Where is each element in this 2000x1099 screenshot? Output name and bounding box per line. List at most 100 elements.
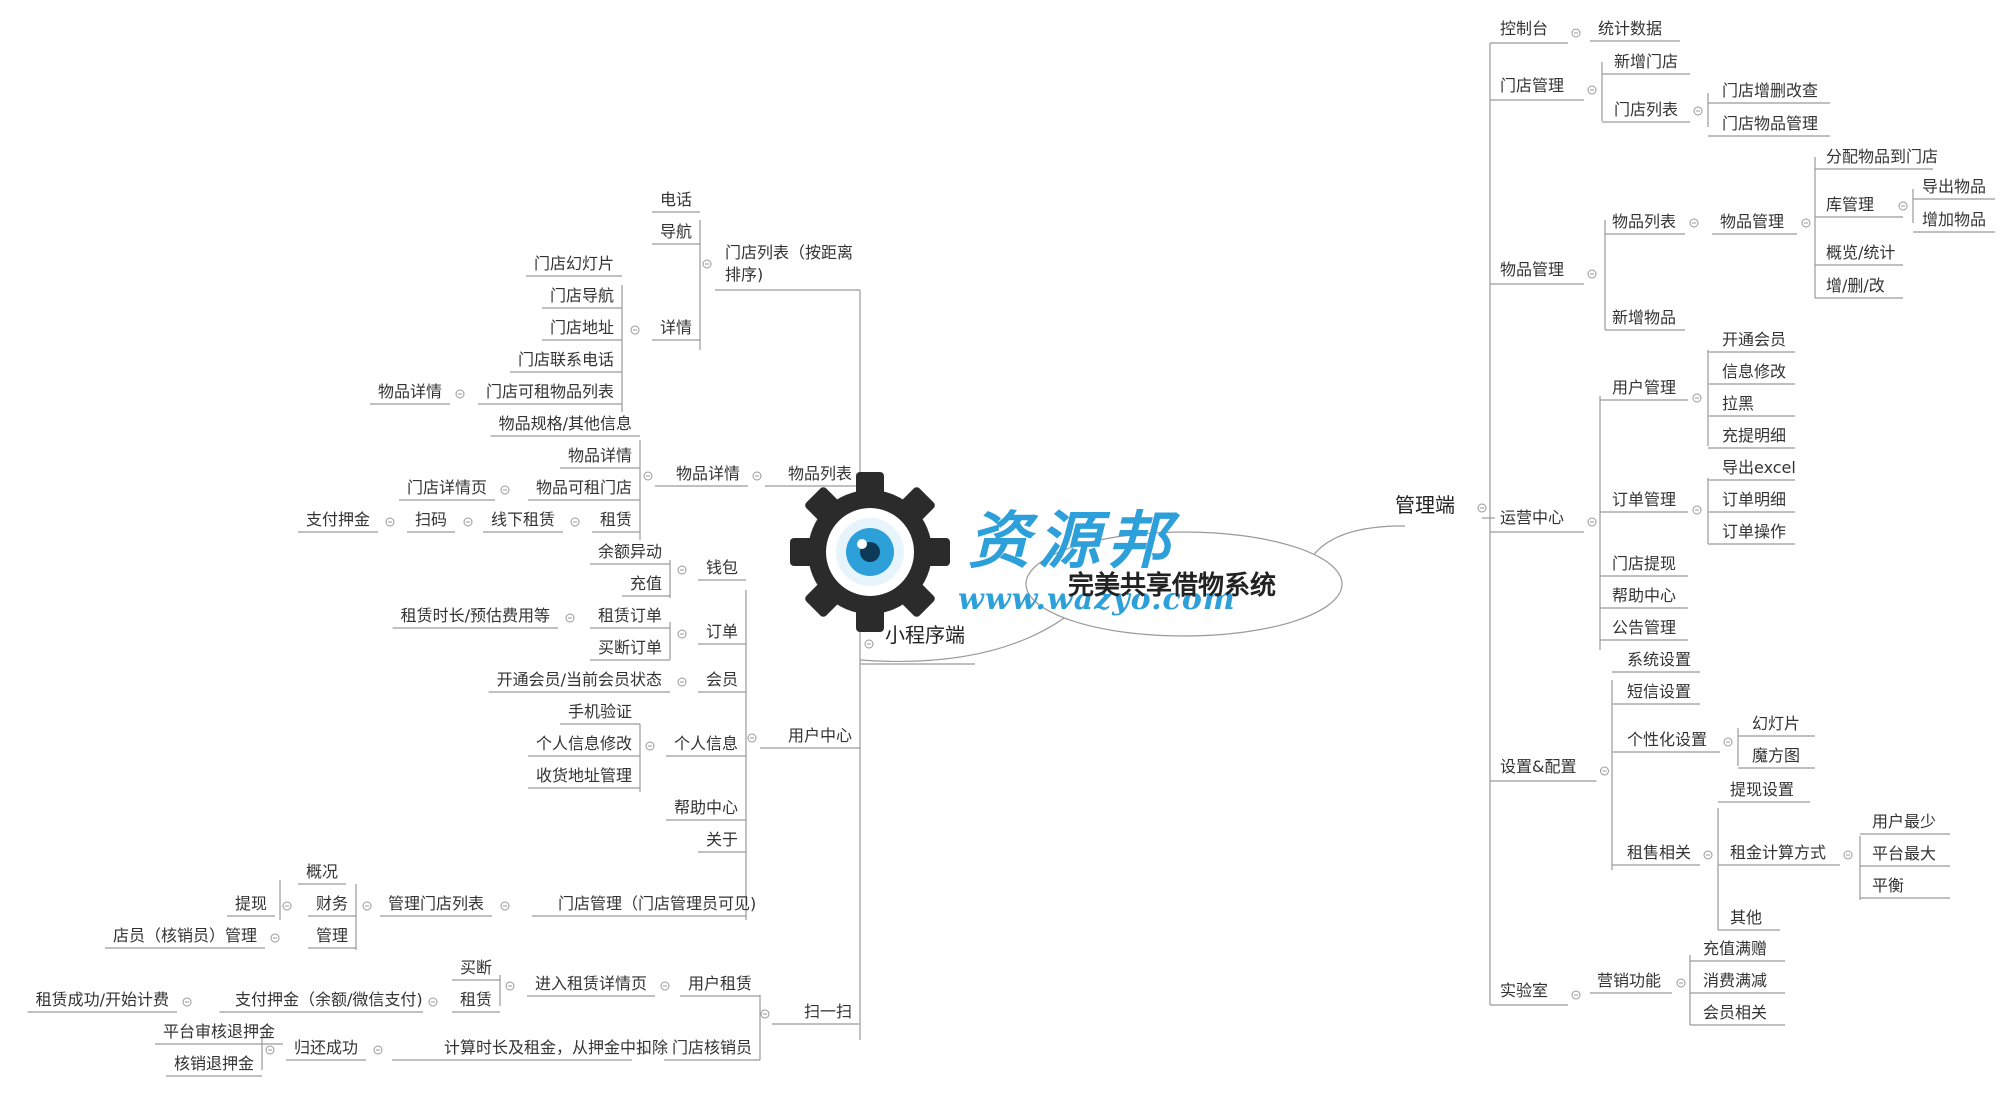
leaf-node[interactable]: 开通会员: [1722, 330, 1787, 349]
node[interactable]: 门店列表: [1614, 100, 1679, 119]
node[interactable]: 订单管理: [1612, 490, 1677, 509]
node[interactable]: 概览/统计: [1826, 243, 1896, 262]
leaf-node[interactable]: 手机验证: [567, 702, 632, 721]
node[interactable]: 管理: [315, 926, 348, 945]
leaf-node[interactable]: 幻灯片: [1752, 714, 1801, 733]
leaf-node[interactable]: 关于: [705, 830, 738, 849]
leaf-node[interactable]: 概况: [305, 862, 338, 881]
leaf-node[interactable]: 会员相关: [1703, 1003, 1768, 1022]
node[interactable]: 门店可租物品列表: [485, 382, 614, 401]
node[interactable]: 物品管理: [1720, 212, 1785, 231]
node[interactable]: 物品可租门店: [535, 478, 632, 497]
leaf-node[interactable]: 充值: [629, 574, 662, 593]
miniapp-section[interactable]: 扫一扫: [803, 1002, 852, 1021]
node[interactable]: 扫码: [414, 510, 447, 529]
node[interactable]: 帮助中心: [1612, 586, 1677, 605]
leaf-node[interactable]: 门店详情页: [406, 478, 487, 497]
node[interactable]: 门店核销员: [671, 1038, 752, 1057]
leaf-node[interactable]: 统计数据: [1598, 19, 1663, 38]
leaf-node[interactable]: 核销退押金: [173, 1054, 254, 1073]
leaf-node[interactable]: 拉黑: [1722, 394, 1755, 413]
node[interactable]: 分配物品到门店: [1826, 147, 1939, 166]
central-topic[interactable]: 完美共享借物系统: [1068, 571, 1277, 601]
leaf-node[interactable]: 收货地址管理: [535, 766, 632, 785]
leaf-node[interactable]: 导出excel: [1722, 458, 1796, 477]
leaf-node[interactable]: 支付押金: [305, 510, 370, 529]
leaf-node[interactable]: 平衡: [1872, 876, 1905, 895]
node[interactable]: 新增物品: [1612, 308, 1677, 327]
leaf-node[interactable]: 提现: [234, 894, 267, 913]
leaf-node[interactable]: 门店联系电话: [517, 350, 614, 369]
node[interactable]: 线下租赁: [490, 510, 555, 529]
node[interactable]: 公告管理: [1612, 618, 1677, 637]
leaf-node[interactable]: 店员（核销员）管理: [112, 926, 257, 945]
admin-section[interactable]: 设置&配置: [1500, 757, 1577, 776]
leaf-node[interactable]: 消费满减: [1703, 971, 1768, 990]
leaf-node[interactable]: 租赁成功/开始计费: [35, 990, 169, 1009]
leaf-node[interactable]: 买断订单: [597, 638, 662, 657]
leaf-node[interactable]: 物品详情: [567, 446, 632, 465]
admin-section[interactable]: 运营中心: [1500, 508, 1565, 527]
node[interactable]: 新增门店: [1614, 52, 1679, 71]
leaf-node[interactable]: 信息修改: [1722, 362, 1787, 381]
leaf-node[interactable]: 门店物品管理: [1722, 114, 1819, 133]
admin-section[interactable]: 门店管理: [1500, 76, 1565, 95]
leaf-node[interactable]: 电话: [659, 190, 692, 209]
leaf-node[interactable]: 开通会员/当前会员状态: [496, 670, 662, 689]
miniapp-section[interactable]: 用户中心: [787, 726, 852, 745]
leaf-node[interactable]: 门店增删改查: [1722, 81, 1819, 100]
leaf-node[interactable]: 充值满赠: [1703, 939, 1768, 958]
node[interactable]: 管理门店列表: [387, 894, 484, 913]
node[interactable]: 物品列表: [1612, 212, 1677, 231]
node[interactable]: 门店提现: [1612, 554, 1677, 573]
node[interactable]: 计算时长及租金，从押金中扣除: [444, 1038, 669, 1057]
leaf-node[interactable]: 门店导航: [549, 286, 614, 305]
node[interactable]: 钱包: [705, 558, 738, 577]
leaf-node[interactable]: 订单操作: [1722, 522, 1787, 541]
node[interactable]: 门店管理（门店管理员可见): [558, 894, 757, 913]
node[interactable]: 物品详情: [675, 464, 740, 483]
node[interactable]: 订单: [705, 622, 738, 641]
node[interactable]: 进入租赁详情页: [534, 974, 647, 993]
node[interactable]: 个性化设置: [1627, 730, 1708, 749]
node[interactable]: 租赁订单: [597, 606, 662, 625]
node[interactable]: 库管理: [1826, 195, 1875, 214]
leaf-node[interactable]: 导航: [659, 222, 692, 241]
leaf-node[interactable]: 余额异动: [597, 542, 662, 561]
node[interactable]: 租赁: [459, 990, 492, 1009]
leaf-node[interactable]: 租赁时长/预估费用等: [400, 606, 550, 625]
node[interactable]: 用户管理: [1612, 378, 1677, 397]
miniapp-section[interactable]: 门店列表（按距离排序): [725, 243, 854, 284]
leaf-node[interactable]: 订单明细: [1722, 490, 1787, 509]
node[interactable]: 提现设置: [1730, 780, 1795, 799]
node[interactable]: 会员: [705, 670, 738, 689]
leaf-node[interactable]: 充提明细: [1722, 426, 1787, 445]
node[interactable]: 用户租赁: [687, 974, 752, 993]
admin-section[interactable]: 实验室: [1500, 981, 1549, 1000]
root-node-admin[interactable]: 管理端: [1395, 493, 1455, 517]
leaf-node[interactable]: 门店幻灯片: [533, 254, 614, 273]
node[interactable]: 归还成功: [293, 1038, 358, 1057]
node[interactable]: 租金计算方式: [1730, 843, 1827, 862]
leaf-node[interactable]: 买断: [459, 958, 492, 977]
leaf-node[interactable]: 平台审核退押金: [162, 1022, 275, 1041]
node[interactable]: 支付押金（余额/微信支付): [235, 990, 423, 1009]
node[interactable]: 详情: [659, 318, 692, 337]
node[interactable]: 系统设置: [1627, 650, 1692, 669]
leaf-node[interactable]: 魔方图: [1752, 746, 1801, 765]
leaf-node[interactable]: 门店地址: [549, 318, 614, 337]
miniapp-section[interactable]: 物品列表: [787, 464, 852, 483]
node[interactable]: 租赁: [599, 510, 632, 529]
node[interactable]: 租售相关: [1627, 843, 1692, 862]
leaf-node[interactable]: 平台最大: [1872, 844, 1937, 863]
leaf-node[interactable]: 帮助中心: [673, 798, 738, 817]
leaf-node[interactable]: 物品详情: [377, 382, 442, 401]
root-node-miniapp[interactable]: 小程序端: [885, 623, 965, 647]
node[interactable]: 短信设置: [1627, 682, 1692, 701]
node[interactable]: 营销功能: [1597, 971, 1662, 990]
central-topic-ellipse[interactable]: [1025, 531, 1343, 637]
leaf-node[interactable]: 用户最少: [1872, 812, 1937, 831]
leaf-node[interactable]: 物品规格/其他信息: [498, 414, 632, 433]
node[interactable]: 财务: [315, 894, 348, 913]
node[interactable]: 个人信息: [673, 734, 738, 753]
